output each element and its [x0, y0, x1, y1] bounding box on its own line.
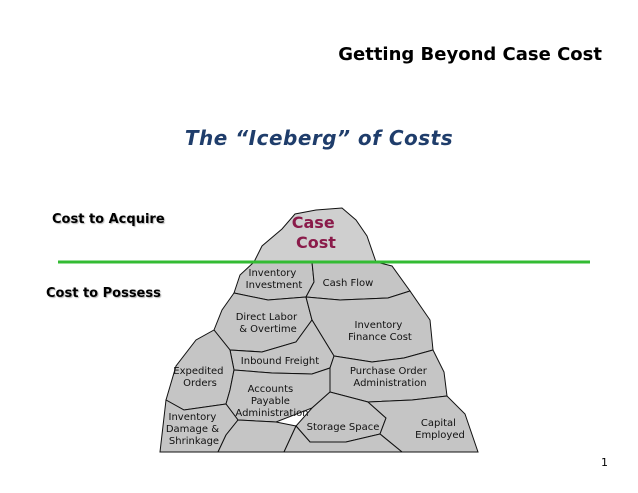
label-line: Accounts [248, 384, 294, 395]
case-cost-line: Case [292, 213, 335, 232]
cost-to-possess-label: Cost to Possess [46, 286, 161, 301]
label-line: Investment [246, 280, 303, 291]
label-cash-flow: Cash Flow [323, 278, 374, 289]
label-purchase-order-administration: Purchase Order Administration [350, 366, 430, 389]
label-line: Shrinkage [169, 436, 219, 447]
label-line: Expedited [173, 366, 223, 377]
piece-capital-employed [366, 395, 479, 453]
label-expedited-orders: Expedited Orders [173, 366, 226, 389]
label-line: Finance Cost [348, 332, 412, 343]
label-line: Payable [251, 396, 290, 407]
label-inventory-damage-shrinkage: Inventory Damage & Shrinkage [166, 412, 222, 447]
label-inventory-investment: Inventory Investment [246, 268, 303, 291]
iceberg-tip [253, 207, 377, 263]
label-line: Damage & [166, 424, 219, 435]
label-line: Cash Flow [323, 278, 374, 289]
label-line: Orders [183, 378, 217, 389]
label-line: Inventory [169, 412, 217, 423]
case-cost-line: Cost [296, 233, 336, 252]
case-cost-label: Case Cost [292, 213, 341, 252]
label-line: Purchase Order [350, 366, 428, 377]
label-inventory-finance-cost: Inventory Finance Cost [348, 320, 412, 343]
label-direct-labor: Direct Labor & Overtime [236, 312, 301, 335]
page-number: 1 [601, 456, 608, 469]
label-line: Administration [353, 378, 426, 389]
cost-to-acquire-label: Cost to Acquire [52, 212, 165, 227]
label-line: Administration [235, 408, 308, 419]
slide-header: Getting Beyond Case Cost [338, 44, 602, 65]
label-line: Inbound Freight [241, 356, 319, 367]
label-accounts-payable-administration: Accounts Payable Administration [235, 384, 308, 419]
label-line: Direct Labor [236, 312, 298, 323]
label-inbound-freight: Inbound Freight [241, 356, 319, 367]
label-line: Capital [421, 418, 456, 429]
piece-bottom-middle [283, 425, 404, 453]
label-storage-space: Storage Space [307, 422, 380, 433]
label-line: Employed [415, 430, 465, 441]
label-line: Storage Space [307, 422, 380, 433]
label-line: & Overtime [239, 324, 297, 335]
slide-title: The “Iceberg” of Costs [184, 126, 454, 150]
label-capital-employed: Capital Employed [415, 418, 465, 441]
label-line: Inventory [355, 320, 403, 331]
label-line: Inventory [249, 268, 297, 279]
